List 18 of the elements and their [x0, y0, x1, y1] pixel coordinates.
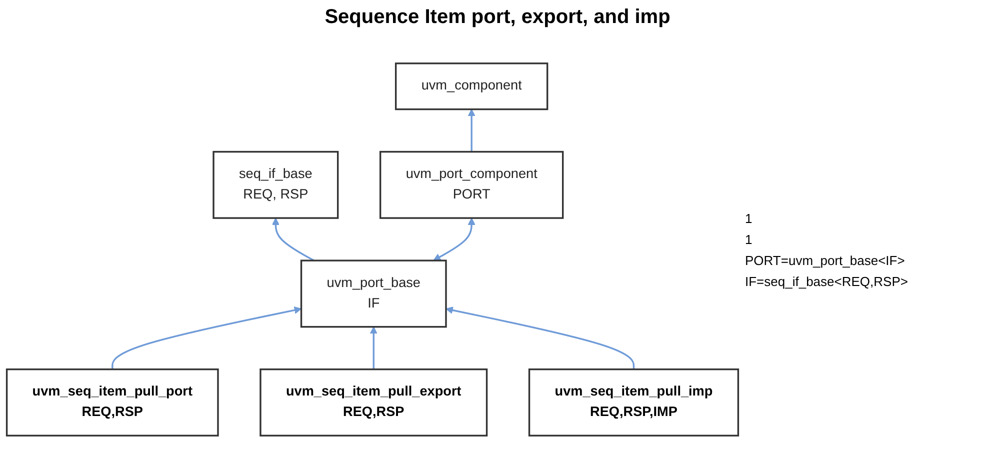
node-box: seq_if_base REQ, RSP	[212, 150, 339, 219]
node-box: uvm_seq_item_pull_export REQ,RSP	[260, 368, 488, 436]
node-box: uvm_seq_item_pull_port REQ,RSP	[6, 368, 219, 436]
node-box: uvm_component	[394, 62, 548, 110]
arrow	[370, 326, 378, 370]
multiplicity-label: 1	[745, 232, 754, 246]
node-box: uvm_seq_item_pull_imp REQ,RSP,IMP	[528, 368, 740, 436]
note-text: PORT=uvm_port_base<IF>	[745, 252, 906, 268]
node-box: uvm_port_component PORT	[379, 150, 564, 219]
arrow	[112, 306, 302, 370]
arrow	[433, 218, 476, 261]
arrow	[272, 218, 314, 262]
diagram-title: Sequence Item port, export, and imp	[324, 6, 670, 29]
note-text: IF=seq_if_base<REQ,RSP>	[745, 274, 909, 288]
multiplicity-label: 1	[745, 210, 754, 226]
node-box: uvm_port_base IF	[300, 260, 447, 328]
arrow	[446, 306, 635, 370]
arrow	[468, 108, 476, 152]
